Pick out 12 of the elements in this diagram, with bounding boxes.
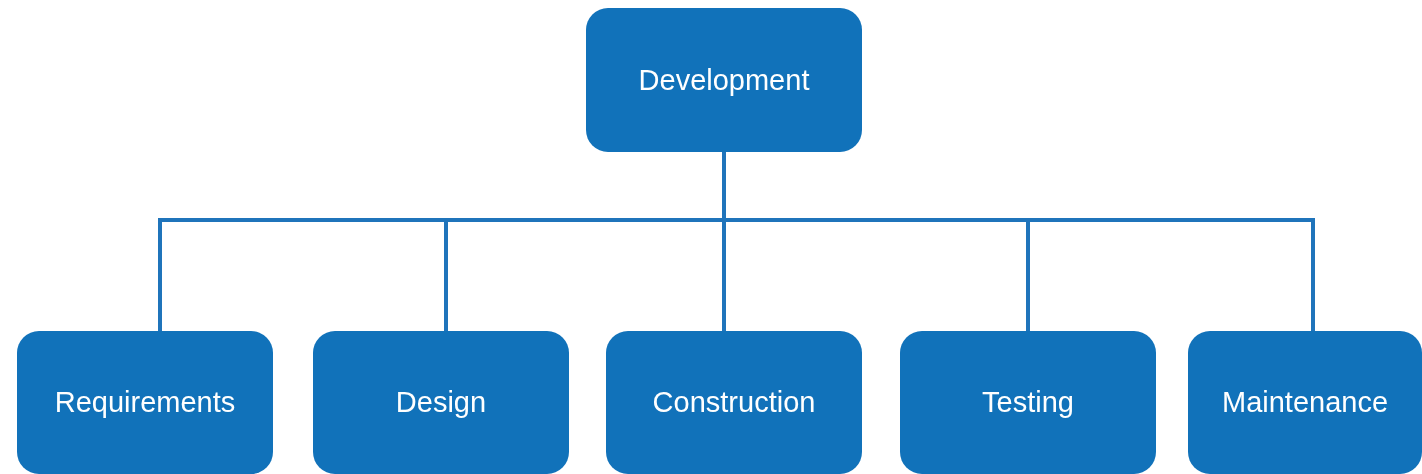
box-label: Maintenance	[1221, 385, 1389, 420]
phase-box	[313, 331, 569, 474]
box-label: Design	[395, 385, 487, 420]
phase-box	[17, 331, 273, 474]
phase-box	[1188, 331, 1422, 474]
root-box	[586, 8, 862, 152]
phase-box	[606, 331, 862, 474]
box-label: Development	[638, 62, 810, 98]
phase-box	[900, 331, 1156, 474]
box-label: Testing	[982, 385, 1074, 420]
box-label: Requirements	[54, 385, 236, 420]
box-label: Construction	[652, 385, 816, 420]
